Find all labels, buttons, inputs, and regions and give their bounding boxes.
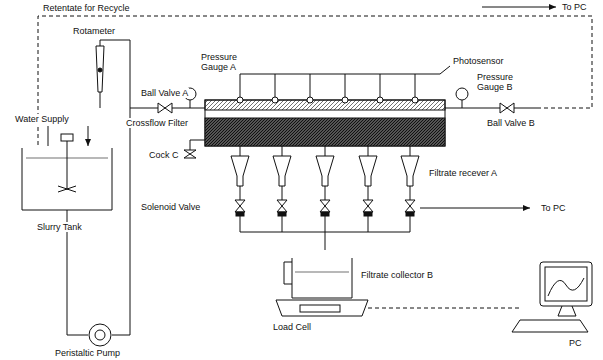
- leader-line: [440, 66, 450, 74]
- filtrate-tube: [410, 146, 411, 232]
- rotameter-float: [98, 68, 102, 72]
- retentate-pipe: [445, 108, 540, 109]
- filtrate-funnel: [359, 156, 377, 186]
- signal-label: To PC: [561, 2, 588, 12]
- load-cell-display: [300, 305, 340, 312]
- solenoid-valve-symbol: [235, 200, 245, 212]
- pc-curve: [548, 278, 584, 296]
- load-cell-symbol: [276, 300, 368, 316]
- filtrate-manifold: [240, 232, 410, 250]
- pressure-gauge-symbol: [456, 88, 468, 100]
- ball-valve-symbol: [500, 103, 514, 113]
- gauge-stem: [190, 100, 191, 108]
- pump-rotor: [95, 330, 105, 340]
- sensor-wires: [240, 74, 440, 100]
- filtrate-funnel: [231, 156, 249, 186]
- filtrate-funnel: [316, 156, 334, 186]
- part-label: Slurry Tank: [36, 222, 83, 232]
- stirrer-motor: [61, 134, 73, 141]
- solenoid-coil: [406, 212, 414, 216]
- part-label: Crossflow Filter: [125, 118, 189, 128]
- pump-outlet-pipe: [112, 108, 130, 335]
- solenoid-valve-symbol: [363, 200, 373, 212]
- filtrate-funnel: [401, 156, 419, 186]
- signal-label: To PC: [540, 203, 567, 213]
- part-label: Solenoid Valve: [140, 202, 201, 212]
- part-label: Load Cell: [272, 322, 312, 332]
- filtrate-cells: [231, 146, 419, 232]
- pipe: [100, 92, 101, 108]
- part-label: Ball Valve A: [140, 88, 189, 98]
- solenoid-valve-symbol: [320, 200, 330, 212]
- solenoid-valve-symbol: [277, 200, 287, 212]
- filtrate-tube: [240, 146, 241, 232]
- caption-label: Retentate for Recycle: [42, 3, 131, 13]
- beaker-symbol: [284, 258, 352, 298]
- solenoid-coil: [364, 212, 372, 216]
- filter-medium: [205, 118, 445, 146]
- pc-stand: [558, 306, 576, 316]
- filtrate-funnel: [273, 156, 291, 186]
- pc-keyboard: [512, 320, 588, 332]
- data-line: [368, 308, 520, 309]
- signal-arrow: [482, 7, 556, 8]
- solenoid-coil: [278, 212, 286, 216]
- part-label: Rotameter: [72, 26, 116, 36]
- part-label: Filtrate recever A: [428, 168, 498, 178]
- crossflow-filter-housing: [205, 100, 445, 146]
- pc-screen: [545, 267, 587, 301]
- filtrate-tube: [325, 146, 326, 232]
- part-label: Filtrate collector B: [360, 270, 434, 280]
- part-label: Water Supply: [14, 114, 70, 124]
- part-label: Photosensor: [452, 56, 505, 66]
- beaker-level: [295, 272, 349, 273]
- part-label: Pressure Gauge A: [200, 52, 250, 72]
- solenoid-valve-symbol: [405, 200, 415, 212]
- signal-arrow: [420, 208, 530, 209]
- gauge-stem: [462, 100, 463, 108]
- cock-symbol: [184, 150, 196, 158]
- solenoid-coil: [236, 212, 244, 216]
- part-label: Ball Valve B: [486, 118, 536, 128]
- part-label: Pressure Gauge B: [476, 72, 526, 92]
- rotameter-tube: [96, 46, 104, 92]
- recycle-line: [38, 16, 592, 145]
- part-label: Peristaltic Pump: [54, 348, 121, 358]
- peristaltic-pump-symbol: [89, 324, 111, 346]
- solenoid-coil: [321, 212, 329, 216]
- pc-monitor: [540, 262, 592, 306]
- part-label: Cock C: [148, 150, 180, 160]
- part-label: PC: [568, 338, 583, 348]
- water-inlet: [48, 126, 88, 146]
- pipe: [100, 40, 130, 108]
- ball-valve-symbol: [158, 103, 172, 113]
- filtrate-tube: [368, 146, 369, 232]
- filtrate-tube: [282, 146, 283, 232]
- stirrer: [58, 140, 76, 192]
